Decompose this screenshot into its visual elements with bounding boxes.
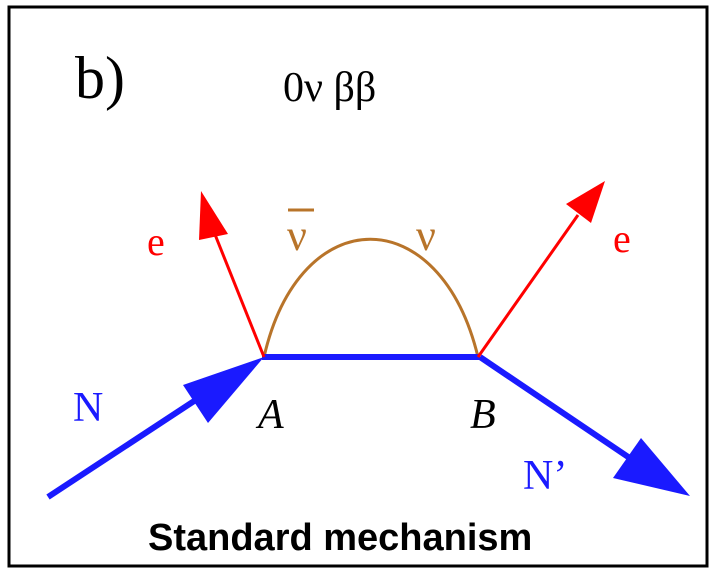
left-electron-arrowhead (199, 191, 228, 240)
diagram-frame (7, 5, 709, 568)
neutrino-propagator-line (262, 237, 480, 358)
right-electron-line (476, 214, 580, 358)
neutrino-label: ν (416, 211, 436, 260)
outgoing-nucleon-line (478, 354, 642, 468)
right-electron-label: e (613, 216, 631, 261)
diagram-caption: Standard mechanism (148, 517, 532, 559)
vertex-a-label: A (255, 392, 284, 438)
vertex-b-label: B (470, 392, 496, 438)
antineutrino-label: ν (287, 211, 307, 260)
outgoing-nucleon-arrowhead (613, 438, 690, 496)
incoming-nucleon-arrowhead (183, 357, 264, 423)
left-electron-label: e (147, 219, 165, 264)
outgoing-nucleon-label: N’ (523, 453, 567, 499)
right-electron-arrowhead (566, 181, 605, 223)
incoming-nucleon-line (46, 381, 222, 500)
panel-label: b) (75, 45, 125, 111)
incoming-nucleon-label: N (73, 385, 103, 431)
left-electron-line (212, 231, 266, 358)
process-label: 0ν ββ (283, 65, 376, 111)
